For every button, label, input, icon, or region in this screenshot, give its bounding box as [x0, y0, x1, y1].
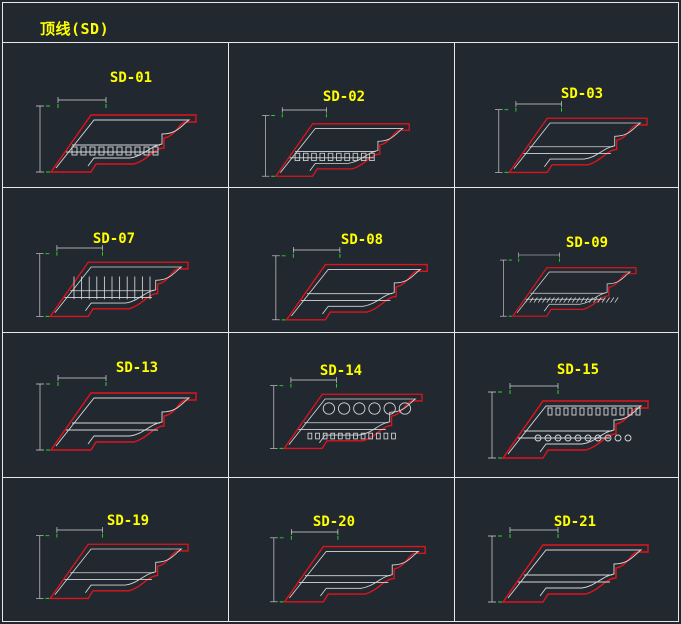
moulding-cell[interactable]: SD-09 [500, 235, 637, 317]
moulding-cell[interactable]: SD-03 [495, 86, 648, 174]
moulding-code-label: SD-07 [93, 231, 135, 247]
moulding-code-label: SD-03 [561, 86, 603, 102]
moulding-profile-drawing [488, 527, 649, 603]
moulding-code-label: SD-08 [341, 232, 383, 248]
moulding-profile-drawing [36, 97, 197, 173]
moulding-cell[interactable]: SD-01 [36, 70, 197, 173]
moulding-cell[interactable]: SD-15 [488, 362, 649, 459]
moulding-code-label: SD-20 [313, 514, 355, 530]
moulding-code-label: SD-14 [320, 363, 362, 379]
moulding-profile-drawing [272, 247, 428, 321]
moulding-profile-drawing [262, 107, 410, 177]
moulding-profile-drawing [270, 529, 426, 603]
moulding-profile-drawing [36, 375, 197, 451]
moulding-cell[interactable]: SD-14 [270, 363, 423, 450]
moulding-profile-drawing [36, 527, 189, 600]
moulding-cell[interactable]: SD-13 [36, 360, 197, 451]
moulding-cell[interactable]: SD-07 [36, 231, 189, 318]
moulding-code-label: SD-13 [116, 360, 158, 376]
moulding-profile-drawing [500, 252, 637, 317]
moulding-code-label: SD-01 [110, 70, 152, 86]
moulding-code-label: SD-02 [323, 89, 365, 105]
moulding-profile-drawing [270, 377, 423, 450]
moulding-cell[interactable]: SD-08 [272, 232, 428, 321]
moulding-code-label: SD-09 [566, 235, 608, 251]
drawing-title: 顶线(SD) [40, 20, 110, 38]
moulding-cell[interactable]: SD-02 [262, 89, 410, 177]
moulding-profile-drawing [488, 383, 649, 459]
moulding-cell[interactable]: SD-21 [488, 514, 649, 603]
moulding-code-label: SD-19 [107, 513, 149, 529]
moulding-cell[interactable]: SD-20 [270, 514, 426, 603]
moulding-code-label: SD-21 [554, 514, 596, 530]
moulding-profile-drawing [36, 245, 189, 318]
moulding-code-label: SD-15 [557, 362, 599, 378]
moulding-profile-drawing [495, 101, 648, 174]
moulding-cell[interactable]: SD-19 [36, 513, 189, 600]
